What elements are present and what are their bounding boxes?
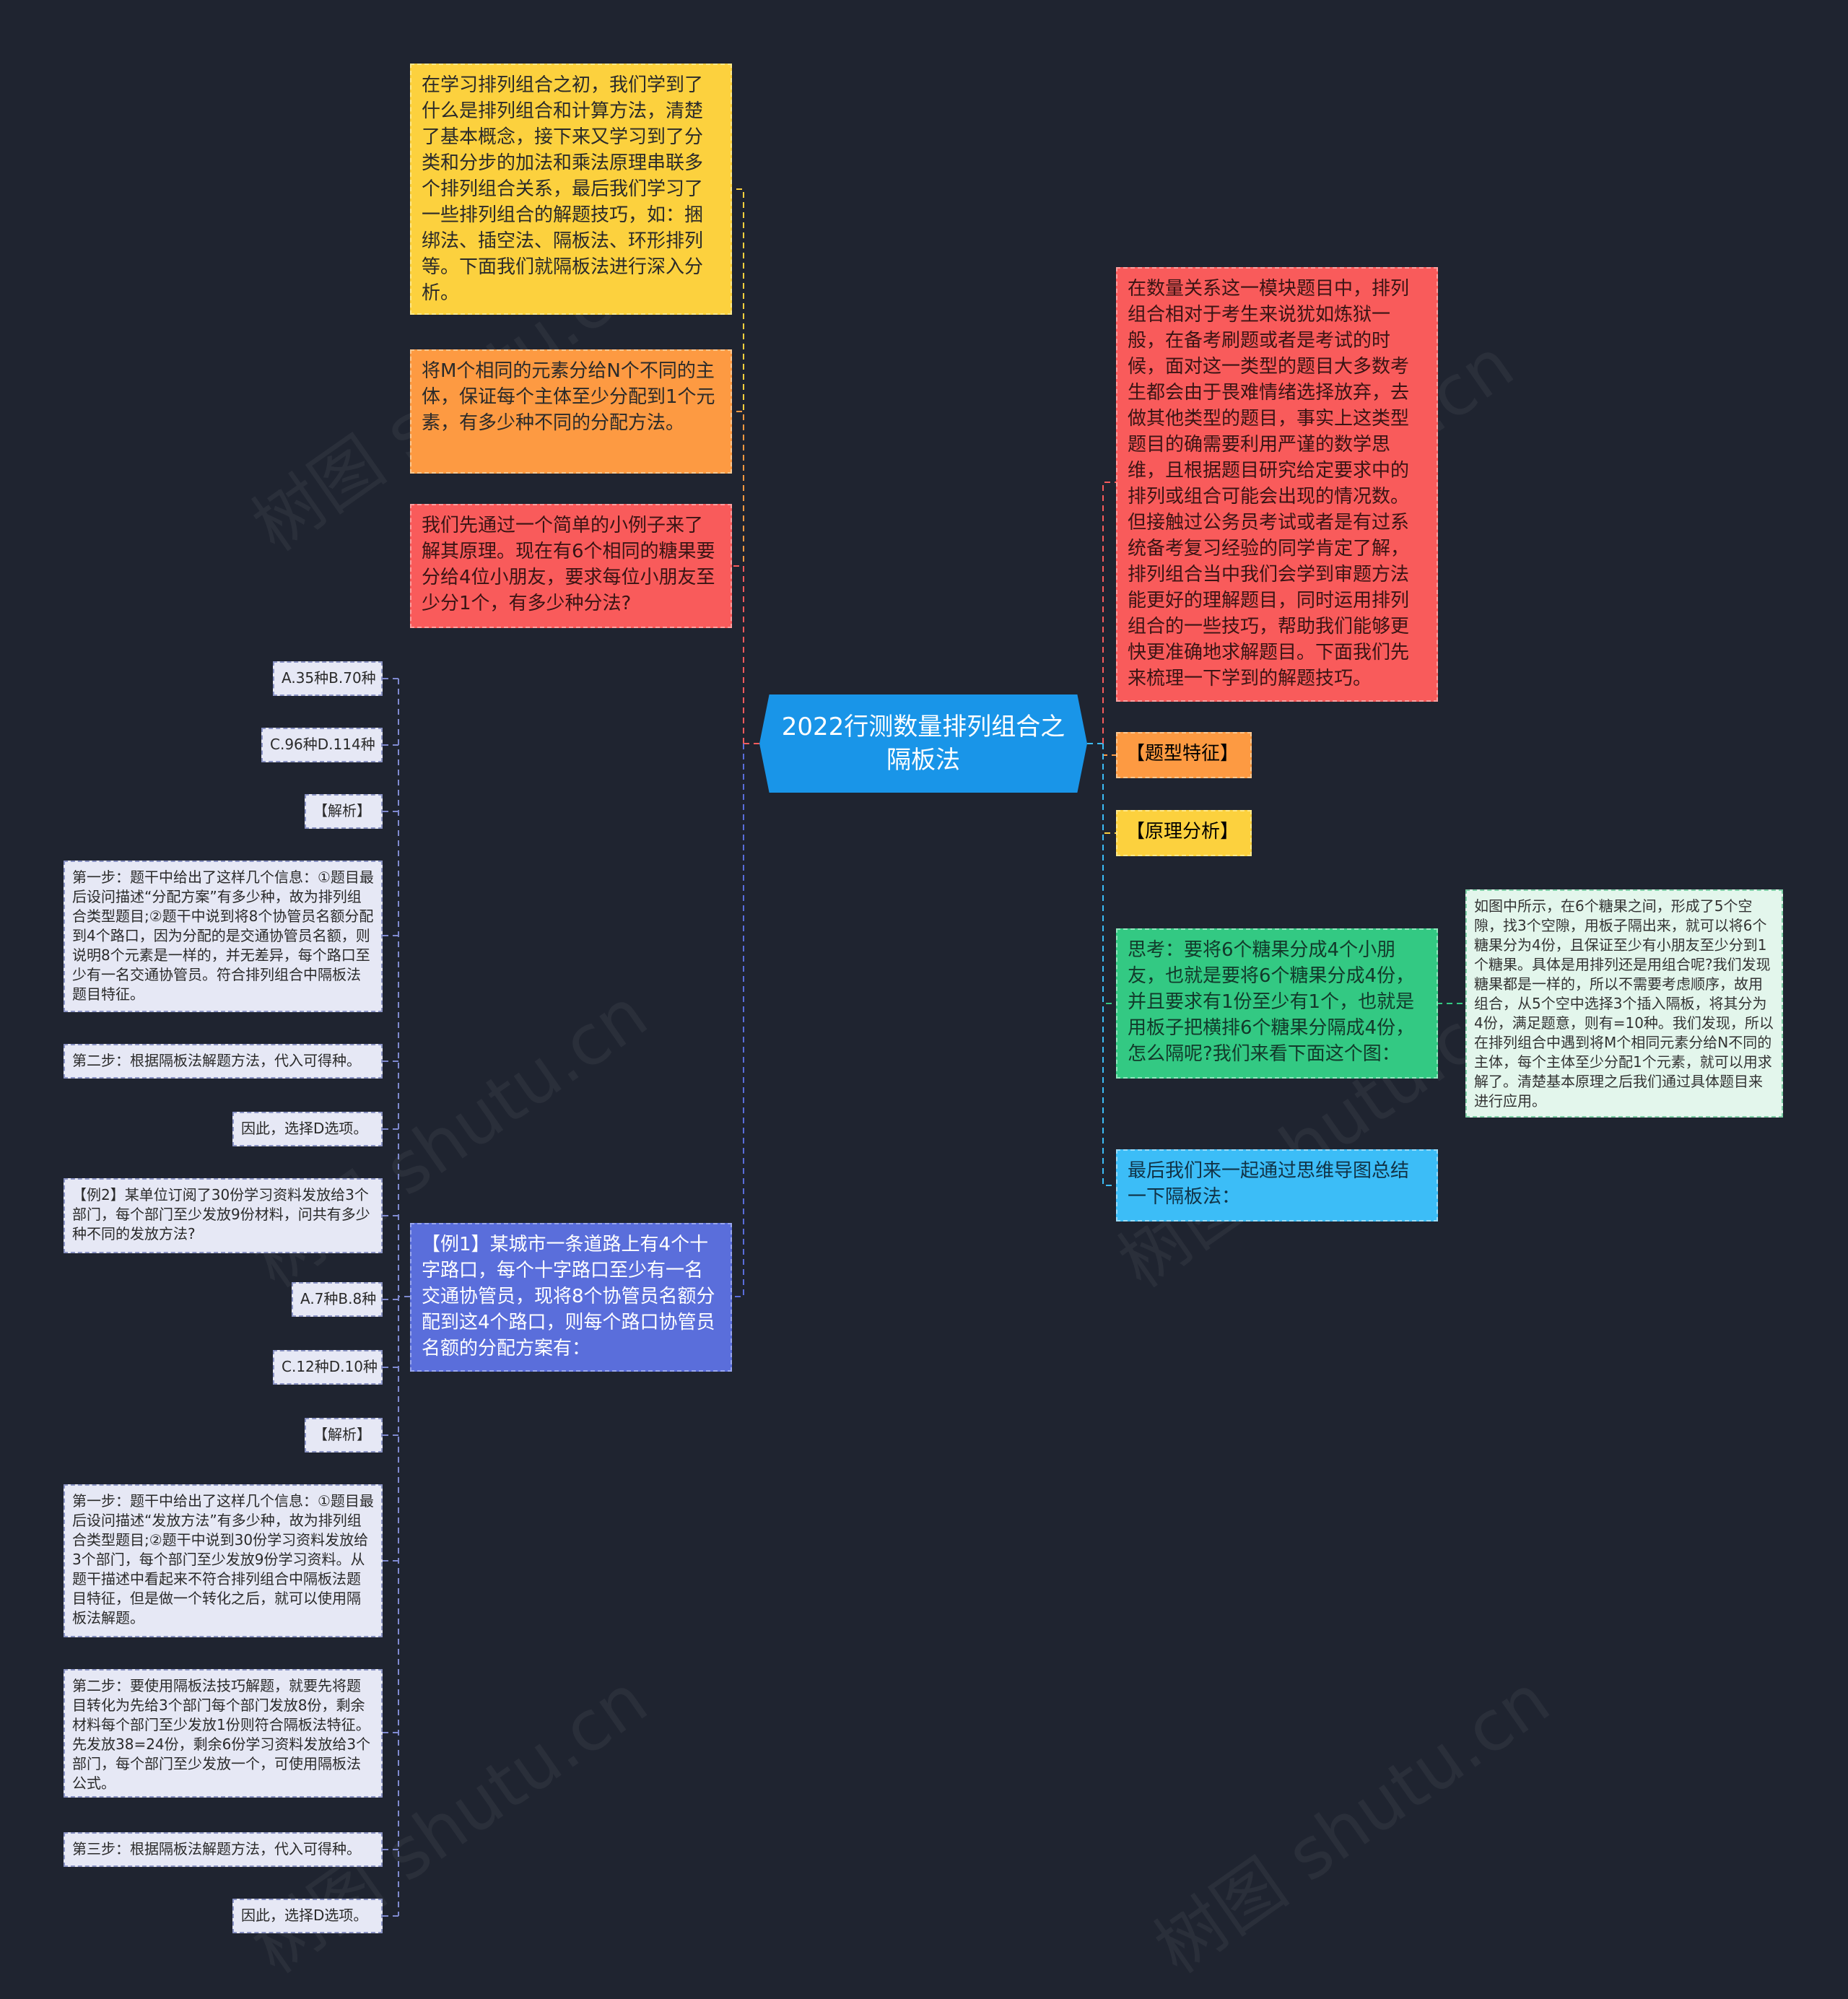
example2-conclusion[interactable]: 因此，选择D选项。 <box>232 1899 383 1933</box>
example2-step1[interactable]: 第一步：题干中给出了这样几个信息：①题目最后设问描述“发放方法”有多少种，故为排… <box>64 1484 383 1637</box>
example2-question[interactable]: 【例2】某单位订阅了30份学习资料发放给3个部门，每个部门至少发放9份材料，问共… <box>64 1178 383 1253</box>
example1-option-c-d[interactable]: C.96种D.114种 <box>261 728 383 762</box>
example1-analysis-label[interactable]: 【解析】 <box>305 794 383 829</box>
example2-analysis-label[interactable]: 【解析】 <box>305 1418 383 1453</box>
example1-step2[interactable]: 第二步：根据隔板法解题方法，代入可得种。 <box>64 1044 383 1079</box>
connector-right-principle <box>1102 744 1116 834</box>
example2-option-a-b[interactable]: A.7种B.8种 <box>292 1282 383 1317</box>
example1-step1[interactable]: 第一步：题干中给出了这样几个信息：①题目最后设问描述“分配方案”有多少种，故为排… <box>64 861 383 1012</box>
example1-option-a-b[interactable]: A.35种B.70种 <box>273 661 383 696</box>
left-intro-node[interactable]: 在学习排列组合之初，我们学到了什么是排列组合和计算方法，清楚了基本概念，接下来又… <box>410 64 732 315</box>
connector-left-intro <box>732 188 744 744</box>
example2-step3[interactable]: 第三步：根据隔板法解题方法，代入可得种。 <box>64 1832 383 1867</box>
thinking-detail-node[interactable]: 如图中所示，在6个糖果之间，形成了5个空隙，找3个空隙，用板子隔出来，就可以将6… <box>1465 889 1783 1118</box>
left-example1-node[interactable]: 【例1】某城市一条道路上有4个十字路口，每个十字路口至少有一名交通协管员，现将8… <box>410 1223 732 1372</box>
left-example-intro-node[interactable]: 我们先通过一个简单的小例子来了解其原理。现在有6个相同的糖果要分给4位小朋友，要… <box>410 504 732 628</box>
tag-question-features[interactable]: 【题型特征】 <box>1116 732 1252 778</box>
central-topic[interactable]: 2022行测数量排列组合之隔板法 <box>759 694 1087 793</box>
connector-left-example-intro <box>732 565 744 744</box>
connector-right-features <box>1102 744 1116 756</box>
right-intro-node[interactable]: 在数量关系这一模块题目中，排列组合相对于考生来说犹如炼狱一般，在备考刷题或者是考… <box>1116 267 1438 702</box>
connector-left-example1 <box>732 744 744 1297</box>
connector-left-definition <box>732 411 744 744</box>
connector-right-thinking <box>1102 744 1116 1004</box>
left-definition-node[interactable]: 将M个相同的元素分给N个不同的主体，保证每个主体至少分配到1个元素，有多少种不同… <box>410 349 732 474</box>
example1-conclusion[interactable]: 因此，选择D选项。 <box>232 1112 383 1146</box>
example2-step2[interactable]: 第二步：要使用隔板法技巧解题，就要先将题目转化为先给3个部门每个部门发放8份，剩… <box>64 1669 383 1798</box>
connector-right-summary <box>1102 744 1116 1186</box>
right-thinking-node[interactable]: 思考：要将6个糖果分成4个小朋友，也就是要将6个糖果分成4份，并且要求有1份至少… <box>1116 928 1438 1079</box>
example2-option-c-d[interactable]: C.12种D.10种 <box>273 1350 383 1385</box>
connector-right-intro <box>1102 482 1116 744</box>
tag-principle-analysis[interactable]: 【原理分析】 <box>1116 810 1252 856</box>
right-summary-node[interactable]: 最后我们来一起通过思维导图总结一下隔板法： <box>1116 1149 1438 1221</box>
